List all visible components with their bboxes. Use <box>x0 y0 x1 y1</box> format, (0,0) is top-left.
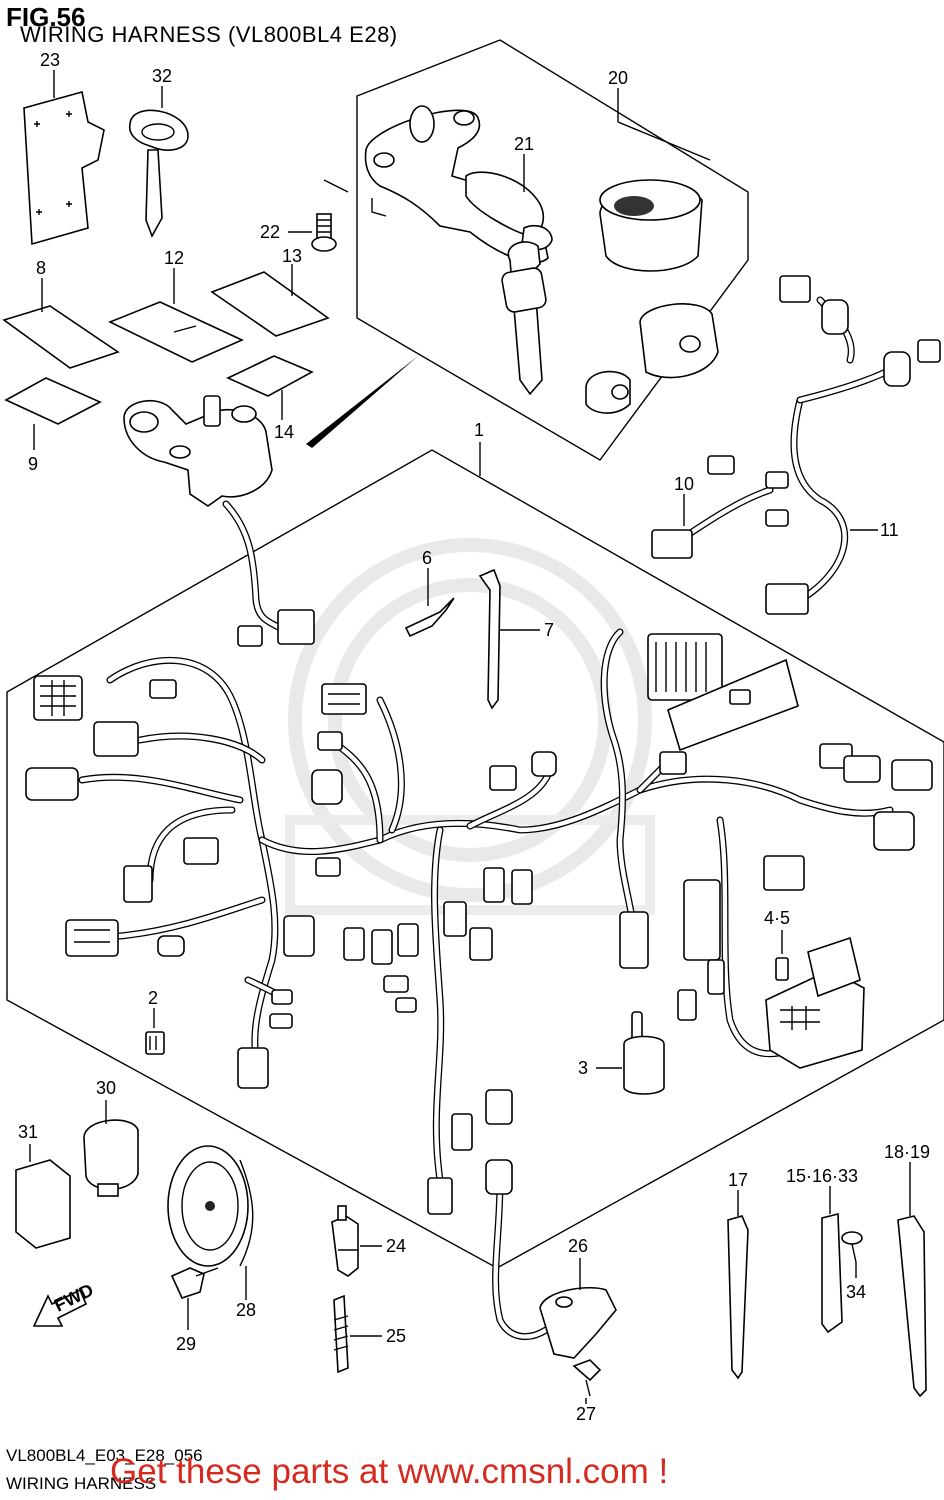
switch-24 <box>331 1205 359 1277</box>
part-number-27: 27 <box>576 1404 596 1424</box>
ecu-connector <box>647 633 799 752</box>
part-number-26: 26 <box>568 1236 588 1256</box>
watermark-logo <box>285 538 655 915</box>
relay-30 <box>83 1119 139 1197</box>
sensor-26 <box>539 1287 617 1359</box>
part-number-15-16-33: 15·16·33 <box>786 1166 858 1186</box>
label-sticker-8 <box>2 305 120 369</box>
part-number-10: 10 <box>674 474 694 494</box>
diagram-title: WIRING HARNESS (VL800BL4 E28) <box>20 22 398 47</box>
part-number-34: 34 <box>846 1282 866 1302</box>
part-number-25: 25 <box>386 1326 406 1346</box>
label-sticker-14 <box>226 355 314 397</box>
fwd-arrow-icon: FWD <box>32 1280 97 1327</box>
part-number-22: 22 <box>260 222 280 242</box>
screw-22 <box>311 213 337 252</box>
part-number-labels: 23 32 20 21 22 8 12 13 14 9 1 10 11 6 7 … <box>18 50 930 1424</box>
part-number-12: 12 <box>164 248 184 268</box>
part-number-21: 21 <box>514 134 534 154</box>
part-number-29: 29 <box>176 1334 196 1354</box>
harness-connectors <box>25 609 933 1215</box>
part-number-9: 9 <box>28 454 38 474</box>
part-number-23: 23 <box>40 50 60 70</box>
part-number-28: 28 <box>236 1300 256 1320</box>
cable-tie-7 <box>478 568 501 710</box>
section-name: WIRING HARNESS <box>6 1474 157 1493</box>
key-32 <box>128 109 189 238</box>
part-number-31: 31 <box>18 1122 38 1142</box>
seat-lock-20 <box>585 179 719 414</box>
part-number-4-5: 4·5 <box>764 908 790 928</box>
part-number-14: 14 <box>274 422 294 442</box>
part-number-20: 20 <box>608 68 628 88</box>
cable-tie-17 <box>727 1215 749 1380</box>
cable-tie-1819 <box>897 1215 927 1398</box>
part-number-30: 30 <box>96 1078 116 1098</box>
part-number-1: 1 <box>474 420 484 440</box>
plate-23 <box>23 91 105 246</box>
horn-28 <box>167 1145 254 1267</box>
harness-boundary <box>6 449 944 1269</box>
label-sticker-12 <box>108 301 244 363</box>
part-number-32: 32 <box>152 66 172 86</box>
subharness-10 <box>651 455 789 559</box>
subharness-11 <box>765 275 941 615</box>
ignition-switch-21 <box>364 105 553 396</box>
steering-lock-switch <box>123 395 273 507</box>
figure-number: FIG.56 <box>6 2 86 32</box>
bolt-29 <box>170 1267 219 1299</box>
part-number-18-19: 18·19 <box>884 1142 930 1162</box>
label-sticker-9 <box>4 377 102 425</box>
part-number-3: 3 <box>578 1058 588 1078</box>
part-number-13: 13 <box>282 246 302 266</box>
diagram-code: VL800BL4_E03_E28_056 <box>6 1446 203 1465</box>
part-number-2: 2 <box>148 988 158 1008</box>
direction-arrow <box>306 356 418 448</box>
screw-34 <box>841 1231 863 1263</box>
part-number-7: 7 <box>544 620 554 640</box>
part-number-17: 17 <box>728 1170 748 1190</box>
clamp-151633 <box>821 1212 843 1334</box>
part-number-24: 24 <box>386 1236 406 1256</box>
label-sticker-13 <box>210 271 330 337</box>
clamp-6 <box>404 597 455 638</box>
promo-link[interactable]: Get these parts at www.cmsnl.com ! <box>110 1452 669 1491</box>
relay-31 <box>15 1159 71 1249</box>
part-number-6: 6 <box>422 548 432 568</box>
ignition-box-boundary <box>356 39 749 461</box>
spring-25 <box>333 1294 349 1374</box>
part-number-8: 8 <box>36 258 46 278</box>
fuse-box-45 <box>765 936 865 1069</box>
part-number-11: 11 <box>880 520 899 540</box>
connector-2 <box>145 1031 165 1055</box>
sensor-3 <box>623 1011 665 1095</box>
bolt-27 <box>572 1359 602 1397</box>
